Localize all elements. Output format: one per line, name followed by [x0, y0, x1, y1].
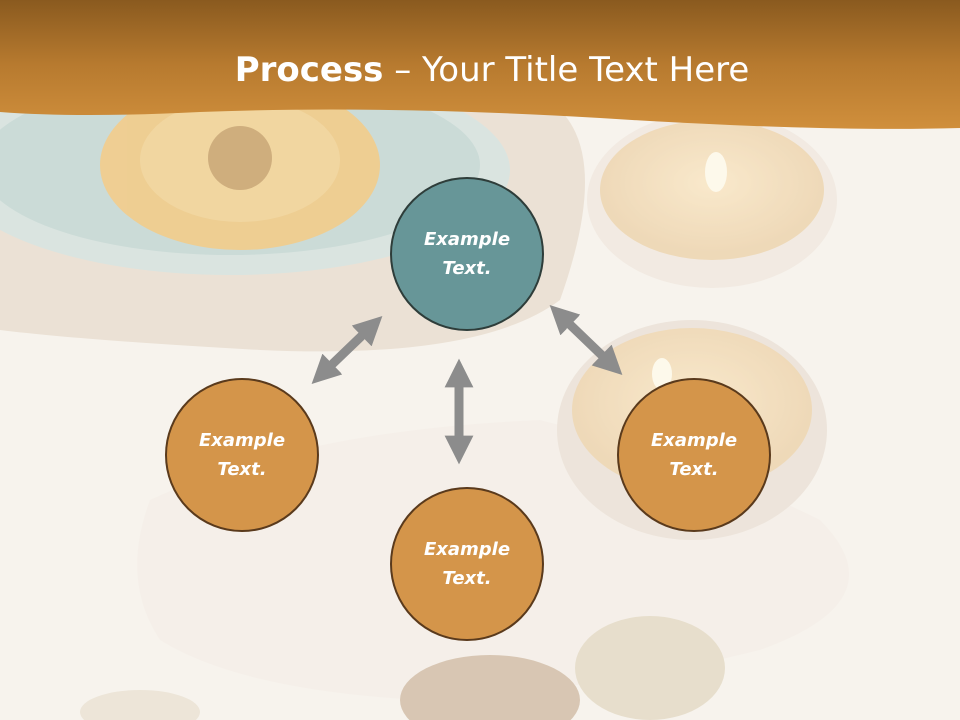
- process-node-right-label: Example Text.: [650, 430, 738, 480]
- process-node-top[interactable]: Example Text.: [390, 177, 544, 331]
- process-node-right[interactable]: Example Text.: [617, 378, 771, 532]
- candle-upper-image: [587, 112, 837, 288]
- flower-image: [100, 80, 380, 250]
- stones-image: [80, 616, 725, 720]
- title-bold: Process: [234, 50, 384, 90]
- header-banner: [0, 0, 960, 129]
- process-node-top-label: Example Text.: [423, 229, 511, 279]
- process-node-bottom[interactable]: Example Text.: [390, 487, 544, 641]
- process-node-left[interactable]: Example Text.: [165, 378, 319, 532]
- process-node-left-label: Example Text.: [198, 430, 286, 480]
- process-node-bottom-label: Example Text.: [423, 539, 511, 589]
- slide-title: Process – Your Title Text Here: [0, 50, 960, 90]
- arrow-right-top: [549, 305, 623, 375]
- title-rest: – Your Title Text Here: [383, 50, 750, 90]
- arrow-left-top: [311, 316, 383, 384]
